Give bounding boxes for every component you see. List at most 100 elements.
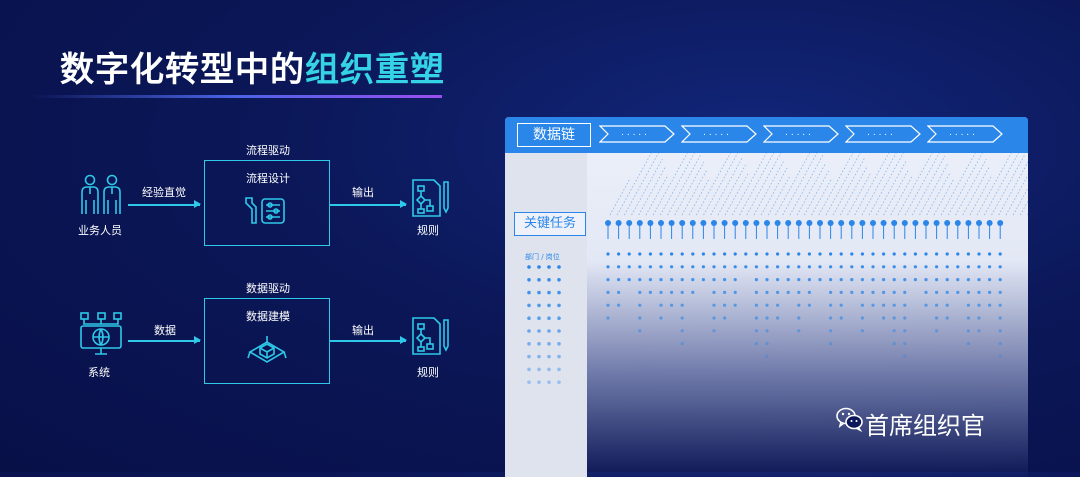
hatch-stroke [862,145,901,215]
dept-dot [527,355,531,359]
hatch-stroke [941,143,981,215]
assignment-dot [977,291,980,294]
assignment-dot [967,265,970,268]
assignment-dot [797,252,800,255]
arrow-out-label-bottom: 输出 [352,322,374,338]
assignment-dot [659,316,662,319]
box-label-top: 流程设计 [246,170,290,186]
assignment-dot [755,278,758,281]
assignment-dot [946,304,949,307]
assignment-dot [606,265,609,268]
dept-dot [547,329,551,333]
key-task-dot [647,220,653,226]
assignment-dot [765,329,768,332]
assignment-dot [977,265,980,268]
assignment-dot [723,316,726,319]
key-task-dot [859,220,865,226]
dept-dot [527,380,531,384]
hatch-stroke [718,165,746,215]
dept-dot [557,316,561,320]
key-task-dot [923,220,929,226]
hatch-stroke [992,154,1026,215]
assignment-dot [723,291,726,294]
assignment-dot [840,278,843,281]
assignment-dot [617,265,620,268]
assignment-dot [787,278,790,281]
key-task-dot [775,220,781,226]
assignment-dot [882,291,885,294]
hatch-stroke [639,167,665,215]
assignment-dot [638,316,641,319]
key-task-dot [817,220,823,226]
assignment-dot [765,291,768,294]
assignment-dot [967,329,970,332]
key-task-dot [902,220,908,226]
assignment-dot [808,265,811,268]
hatch-stroke [740,144,779,215]
assignment-dot [808,252,811,255]
assignment-dot [999,304,1002,307]
assignment-dot [797,291,800,294]
assignment-dot [914,252,917,255]
key-task-dot [616,220,622,226]
assignment-dot [776,252,779,255]
hatch-stroke [668,154,702,215]
assignment-dot [882,316,885,319]
assignment-dot [988,291,991,294]
assignment-dot [967,278,970,281]
assignment-dot [977,329,980,332]
assignment-dot [776,304,779,307]
assignment-dot [977,316,980,319]
top-driver-label: 流程驱动 [246,142,290,158]
key-task-dot [753,220,759,226]
title-underline [30,95,442,98]
hatch-stroke [876,161,906,215]
dept-dot [557,368,561,372]
assignment-dot [999,291,1002,294]
assignment-dot [765,278,768,281]
key-task-dot [955,220,961,226]
key-task-dot [626,220,632,226]
hatch-stroke [1013,178,1028,215]
arrow-in-label-bottom: 数据 [154,322,176,338]
assignment-dot [903,355,906,358]
assignment-dot [702,278,705,281]
hatch-stroke [797,163,826,215]
assignment-dot [903,316,906,319]
assignment-dot [818,252,821,255]
assignment-dot [946,316,949,319]
assignment-dot [861,316,864,319]
assignment-dot [691,291,694,294]
assignment-dot [659,304,662,307]
key-task-dot [965,220,971,226]
assignment-dot [882,278,885,281]
assignment-dot [903,278,906,281]
dept-dot [547,278,551,282]
assignment-dot [617,291,620,294]
assignment-dot [977,304,980,307]
hatch-stroke [905,148,942,215]
assignment-dot [797,304,800,307]
dept-dot [547,316,551,320]
assignment-dot [903,291,906,294]
dept-dot [527,316,531,320]
assignment-dot [893,265,896,268]
assignment-dot [681,316,684,319]
title-prefix: 数字化转型中的 [60,50,305,90]
assignment-dot [861,329,864,332]
actor-label-bottom: 系统 [88,364,110,380]
dept-dot [527,278,531,282]
key-task-dot [764,220,770,226]
assignment-dot [628,265,631,268]
assignment-dot [649,252,652,255]
assignment-dot [691,265,694,268]
assignment-dot [935,265,938,268]
assignment-dot [606,278,609,281]
assignment-dot [765,265,768,268]
dept-dot [537,265,541,269]
hatch-stroke [646,175,668,215]
assignment-dot [988,304,991,307]
assignment-dot [903,342,906,345]
title-highlight: 组织重塑 [305,50,445,90]
assignment-dot [617,278,620,281]
